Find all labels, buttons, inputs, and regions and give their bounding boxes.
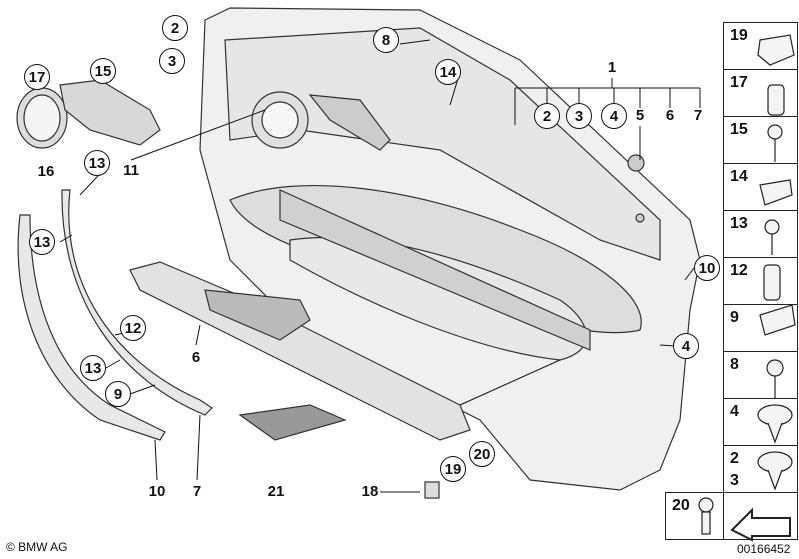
callout-12: 12 (120, 315, 146, 341)
legend-cell-17: 17 (723, 69, 798, 117)
group-callout-5: 5 (635, 107, 645, 124)
callout-15: 15 (90, 58, 116, 84)
callout-13: 13 (29, 229, 55, 255)
legend-cell-19: 19 (723, 22, 798, 70)
legend-cell-8: 8 (723, 351, 798, 399)
callout-21: 21 (267, 483, 285, 500)
legend-number: 15 (730, 121, 748, 138)
legend-number: 4 (730, 403, 739, 420)
direction-arrow-cell (723, 492, 798, 540)
group-callout-4: 4 (601, 103, 627, 129)
callout-17: 17 (24, 64, 50, 90)
callout-14: 14 (435, 59, 461, 85)
callout-19: 19 (440, 456, 466, 482)
group-callout-7: 7 (693, 107, 703, 124)
legend-cell-14: 14 (723, 163, 798, 211)
copyright-text: © BMW AG (6, 540, 68, 554)
group-callout-6: 6 (665, 107, 675, 124)
legend-number: 13 (730, 215, 748, 232)
callout-3: 3 (159, 48, 185, 74)
callout-4: 4 (673, 333, 699, 359)
legend-number: 20 (672, 497, 690, 514)
group-callout-1: 1 (607, 59, 617, 76)
callout-7: 7 (192, 483, 202, 500)
legend-number: 9 (730, 309, 739, 326)
legend-cell-13: 13 (723, 210, 798, 258)
callout-2: 2 (162, 15, 188, 41)
legend-cell-15: 15 (723, 116, 798, 164)
callout-16: 16 (37, 163, 55, 180)
callout-10: 10 (694, 255, 720, 281)
legend-cell-4: 4 (723, 398, 798, 446)
callout-11: 11 (123, 162, 139, 179)
diagram-id: 00166452 (737, 542, 791, 556)
legend-number: 14 (730, 168, 748, 185)
legend-cell-20: 20 (665, 492, 724, 540)
callout-13: 13 (84, 150, 110, 176)
legend-number: 19 (730, 27, 748, 44)
callout-10: 10 (148, 483, 166, 500)
legend-cell-12: 12 (723, 257, 798, 305)
callout-9: 9 (105, 381, 131, 407)
callout-8: 8 (373, 27, 399, 53)
legend-number: 3 (730, 472, 739, 489)
legend-number: 2 (730, 450, 739, 467)
callout-18: 18 (361, 483, 379, 500)
callout-13: 13 (80, 355, 106, 381)
legend-number: 17 (730, 74, 748, 91)
callout-6: 6 (191, 349, 201, 366)
group-callout-3: 3 (566, 103, 592, 129)
callout-20: 20 (469, 441, 495, 467)
legend-number: 8 (730, 356, 739, 373)
legend-number: 12 (730, 262, 748, 279)
legend-cell-9: 9 (723, 304, 798, 352)
group-callout-2: 2 (534, 103, 560, 129)
